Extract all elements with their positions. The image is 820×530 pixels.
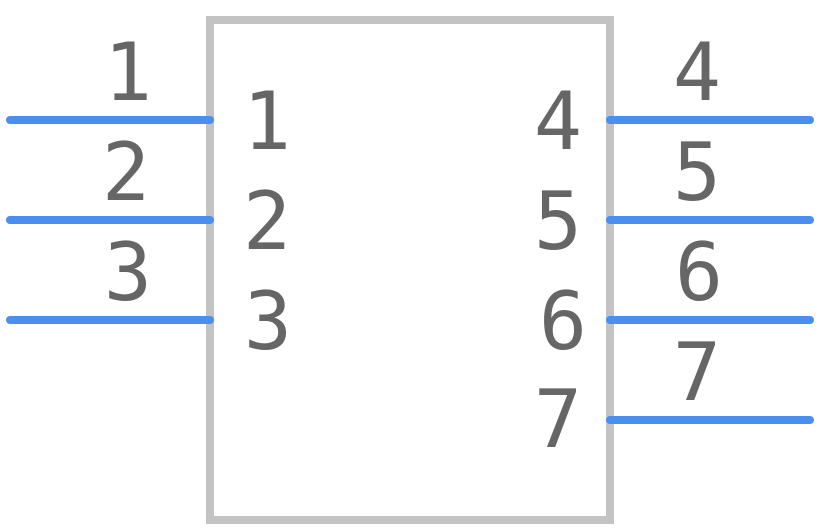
left-pin-3: 3 3	[6, 226, 292, 368]
right-pin-6: 6 6	[539, 226, 814, 368]
pin-number-outer: 5	[673, 126, 721, 219]
pin-number-inner: 7	[534, 373, 582, 466]
right-pin-5: 5 5	[534, 126, 814, 268]
right-pin-4: 4 4	[534, 26, 814, 168]
pin-number-outer: 2	[102, 126, 150, 219]
pin-number-outer: 7	[673, 326, 721, 419]
pin-number-inner: 2	[243, 175, 291, 268]
pin-number-inner: 6	[539, 275, 587, 368]
left-pin-1: 1 1	[6, 26, 291, 168]
pin-number-inner: 5	[534, 175, 582, 268]
pin-number-outer: 6	[675, 226, 723, 319]
pin-number-inner: 3	[244, 275, 292, 368]
pin-number-outer: 3	[104, 226, 152, 319]
component-body	[206, 16, 614, 524]
pin-number-outer: 1	[104, 26, 152, 119]
pin-number-inner: 1	[243, 75, 291, 168]
right-pin-7: 7 7	[534, 326, 814, 466]
left-pin-2: 2 2	[6, 126, 291, 268]
pin-number-inner: 4	[534, 75, 582, 168]
pin-number-outer: 4	[673, 26, 721, 119]
